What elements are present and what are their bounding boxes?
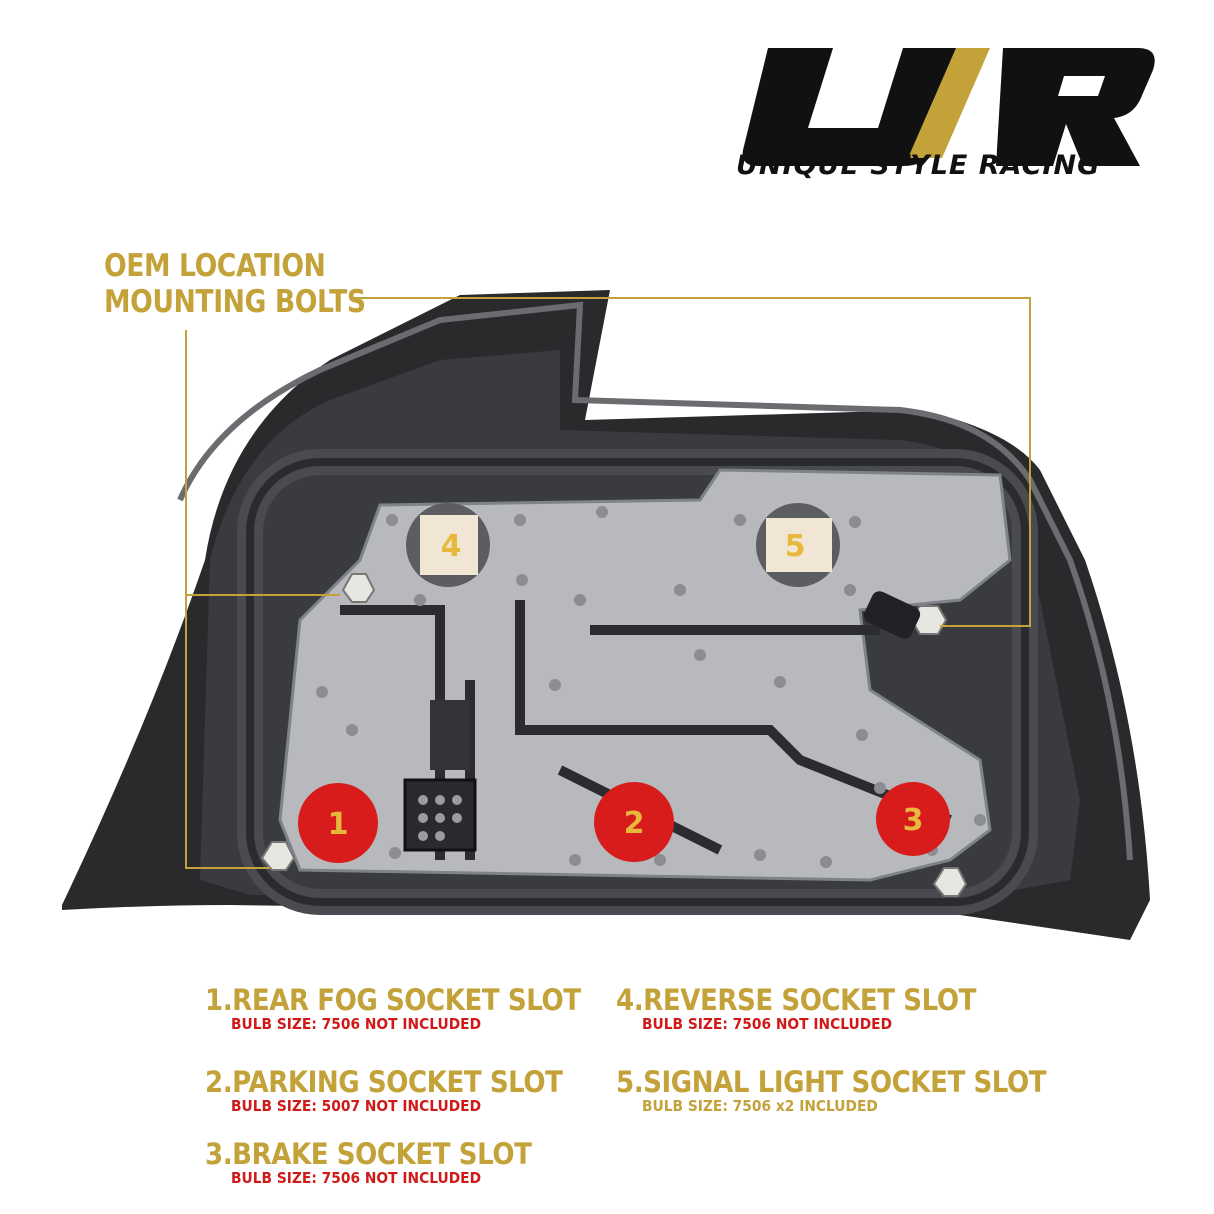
brand-name-text: UNIQUE STYLE RACING: [736, 150, 1101, 181]
callout-line-2: MOUNTING BOLTS: [104, 284, 366, 320]
socket-label-3: 3: [903, 803, 924, 838]
legend-bulb-5: BULB SIZE: 7506 x2 INCLUDED: [642, 1097, 878, 1115]
brand-name: UNIQUE STYLE RACING®: [736, 150, 1115, 181]
legend-title-1: 1.REAR FOG SOCKET SLOT: [205, 983, 581, 1017]
socket-label-1: 1: [328, 807, 349, 842]
legend-item-1: 1.REAR FOG SOCKET SLOT BULB SIZE: 7506 N…: [205, 983, 622, 1033]
socket-label-2: 2: [624, 806, 645, 841]
legend-title-5: 5.SIGNAL LIGHT SOCKET SLOT: [616, 1065, 1047, 1099]
legend-item-4: 4.REVERSE SOCKET SLOT BULB SIZE: 7506 NO…: [616, 983, 1016, 1033]
legend-bulb-2: BULB SIZE: 5007 NOT INCLUDED: [231, 1097, 482, 1115]
legend-bulb-3: BULB SIZE: 7506 NOT INCLUDED: [231, 1169, 482, 1187]
legend-item-5: 5.SIGNAL LIGHT SOCKET SLOT BULB SIZE: 75…: [616, 1065, 1094, 1115]
registered-mark: ®: [1100, 152, 1116, 168]
mounting-bolts-callout: OEM LOCATION MOUNTING BOLTS: [104, 248, 366, 320]
legend-item-3: 3.BRAKE SOCKET SLOT BULB SIZE: 7506 NOT …: [205, 1137, 568, 1187]
legend-bulb-1: BULB SIZE: 7506 NOT INCLUDED: [231, 1015, 482, 1033]
legend-item-2: 2.PARKING SOCKET SLOT BULB SIZE: 5007 NO…: [205, 1065, 602, 1115]
socket-label-4: 4: [441, 529, 462, 564]
legend-bulb-4: BULB SIZE: 7506 NOT INCLUDED: [642, 1015, 893, 1033]
legend-title-3: 3.BRAKE SOCKET SLOT: [205, 1137, 532, 1171]
usr-logo: [742, 48, 1155, 166]
callout-leader-lines: [185, 297, 1031, 869]
legend-title-4: 4.REVERSE SOCKET SLOT: [616, 983, 976, 1017]
callout-line-1: OEM LOCATION: [104, 248, 326, 284]
socket-label-5: 5: [785, 529, 806, 564]
legend-title-2: 2.PARKING SOCKET SLOT: [205, 1065, 563, 1099]
